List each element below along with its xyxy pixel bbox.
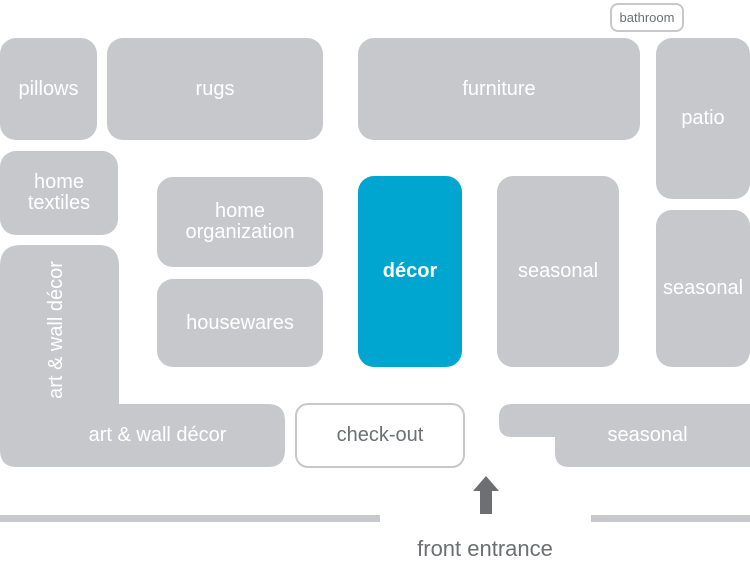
home-textiles-label: home textiles	[27, 171, 91, 214]
rugs-department[interactable]: rugs	[107, 38, 323, 140]
seasonal-bottom-shape	[499, 404, 750, 467]
bathroom-room[interactable]: bathroom	[610, 3, 684, 32]
seasonal-right-label: seasonal	[662, 277, 744, 299]
housewares-department[interactable]: housewares	[157, 279, 323, 367]
furniture-label: furniture	[462, 77, 536, 100]
patio-department[interactable]: patio	[656, 38, 750, 199]
pillows-label: pillows	[18, 77, 79, 100]
art-wall-decor-horizontal-label: art & wall décor	[88, 423, 227, 446]
home-organization-department[interactable]: home organization	[157, 177, 323, 267]
seasonal-right-department[interactable]: seasonal	[656, 210, 750, 367]
up-arrow-icon	[473, 476, 499, 514]
furniture-department[interactable]: furniture	[358, 38, 640, 140]
decor-label: décor	[382, 260, 438, 282]
seasonal-bottom-label: seasonal	[607, 423, 688, 446]
front-wall-left	[0, 515, 380, 522]
decor-department[interactable]: décor	[358, 176, 462, 367]
housewares-label: housewares	[186, 311, 294, 334]
front-wall-right	[591, 515, 750, 522]
seasonal-center-department[interactable]: seasonal	[497, 176, 619, 367]
patio-label: patio	[681, 107, 725, 129]
checkout-counter[interactable]: check-out	[295, 403, 465, 468]
bathroom-label: bathroom	[619, 9, 675, 25]
home-organization-label: home organization	[185, 200, 295, 243]
front-entrance-label: front entrance	[417, 536, 553, 561]
seasonal-center-label: seasonal	[517, 260, 599, 282]
checkout-label: check-out	[336, 424, 424, 446]
art-wall-decor-shape	[0, 245, 285, 467]
pillows-department[interactable]: pillows	[0, 38, 97, 140]
home-textiles-department[interactable]: home textiles	[0, 151, 118, 235]
rugs-label: rugs	[195, 77, 235, 100]
